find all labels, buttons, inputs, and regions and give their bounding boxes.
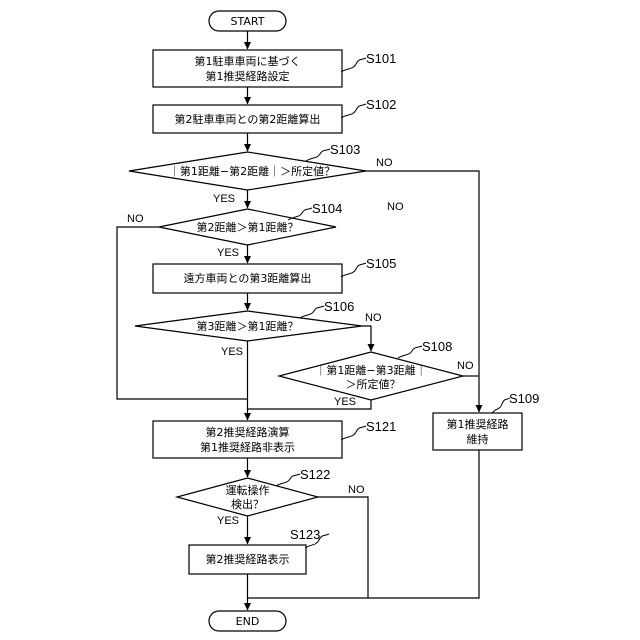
s108-no-label: NO bbox=[457, 360, 474, 372]
decision-s108-text-line1: ｜第1距離−第3距離｜ bbox=[315, 363, 426, 377]
decision-s103-id: S103 bbox=[330, 142, 360, 157]
decision-s108-id: S108 bbox=[422, 339, 452, 354]
decision-s122-text-line1: 運転操作 bbox=[226, 483, 270, 497]
step-s121-id: S121 bbox=[366, 419, 396, 434]
step-s123-id: S123 bbox=[290, 527, 320, 542]
s103-no-label: NO bbox=[376, 157, 393, 169]
step-s105-id: S105 bbox=[366, 256, 396, 271]
s103-yes-label: YES bbox=[213, 193, 235, 205]
s122-no-label: NO bbox=[348, 484, 365, 496]
start-label: START bbox=[231, 15, 265, 28]
s106-yes-label: YES bbox=[221, 346, 243, 358]
step-s102-text: 第2駐車車両との第2距離算出 bbox=[175, 112, 321, 126]
decision-s106-leader bbox=[300, 306, 324, 318]
flow-line-s109-end bbox=[248, 450, 480, 598]
s104-no-right-label: NO bbox=[387, 201, 404, 213]
flow-arrow-s106-no bbox=[362, 326, 371, 351]
decision-s122-leader bbox=[276, 474, 300, 486]
decision-s103-text: ｜第1距離−第2距離｜＞所定値？ bbox=[169, 164, 335, 178]
step-s121-text-line2: 第1推奨経路非表示 bbox=[200, 440, 295, 454]
s122-yes-label: YES bbox=[217, 515, 239, 527]
step-s123-text: 第2推奨経路表示 bbox=[206, 552, 290, 566]
decision-s108-leader bbox=[398, 346, 422, 358]
step-s102-id: S102 bbox=[366, 97, 396, 112]
step-s121-text-line1: 第2推奨経路演算 bbox=[206, 425, 290, 439]
decision-s104-id: S104 bbox=[312, 201, 342, 216]
s106-no-label: NO bbox=[365, 312, 382, 324]
flow-line-s122-no bbox=[318, 497, 368, 598]
step-s109-text-line2: 維持 bbox=[467, 432, 489, 446]
step-s109-id: S109 bbox=[509, 391, 539, 406]
decision-s103-leader bbox=[306, 149, 330, 161]
step-s121-leader bbox=[341, 426, 366, 440]
decision-s104-leader bbox=[288, 208, 312, 220]
step-s105-text: 遠方車両との第3距離算出 bbox=[184, 271, 312, 285]
step-s102-leader bbox=[341, 104, 366, 118]
s108-yes-label: YES bbox=[334, 396, 356, 408]
decision-s106-id: S106 bbox=[324, 299, 354, 314]
decision-s106-text: 第3距離＞第1距離？ bbox=[197, 319, 299, 333]
end-label: END bbox=[236, 615, 260, 628]
step-s101-text-line2: 第1推奨経路設定 bbox=[206, 69, 290, 83]
decision-s104-text: 第2距離＞第1距離？ bbox=[197, 220, 299, 234]
step-s101-leader bbox=[341, 58, 366, 72]
decision-s122-text-line2: 検出？ bbox=[231, 497, 264, 511]
step-s105-leader bbox=[341, 263, 366, 277]
step-s101-id: S101 bbox=[366, 51, 396, 66]
step-s109-text-line1: 第1推奨経路 bbox=[447, 417, 509, 431]
step-s101-text-line1: 第1駐車車両に基づく bbox=[195, 54, 301, 68]
decision-s122-id: S122 bbox=[300, 467, 330, 482]
decision-s108-text-line2: ＞所定値？ bbox=[346, 377, 401, 391]
s104-no-label: NO bbox=[127, 213, 144, 225]
s104-yes-label: YES bbox=[217, 247, 239, 259]
step-s109-leader bbox=[492, 398, 510, 413]
